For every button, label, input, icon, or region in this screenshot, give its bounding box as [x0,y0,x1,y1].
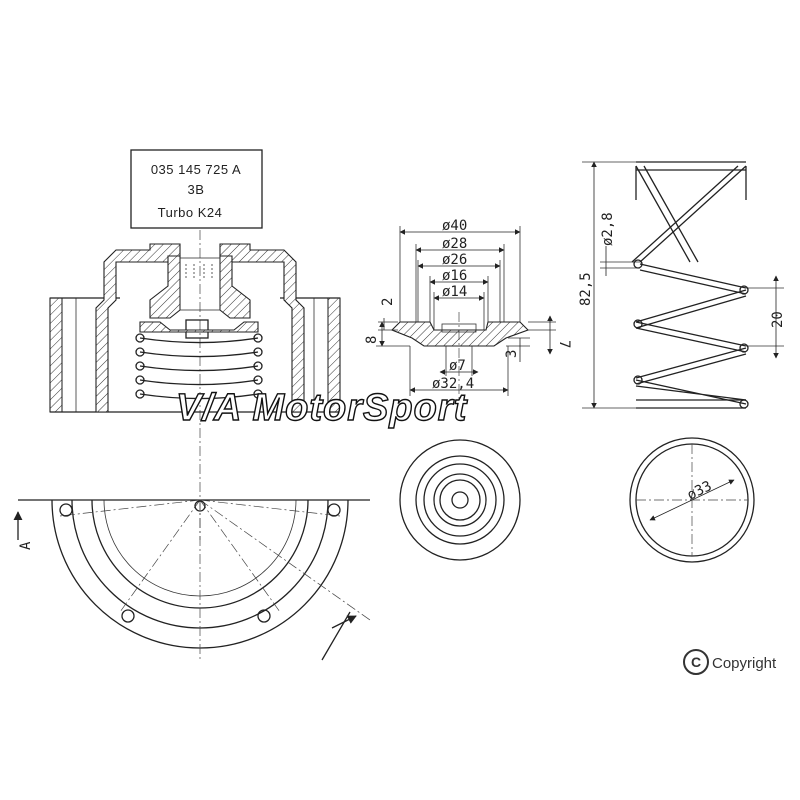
disc-dims-top: ø40 ø28 ø26 ø16 ø14 [399,218,521,330]
disc-dims-bottom: ø7 ø32,4 [409,312,509,400]
dim-d16: ø16 [442,268,467,284]
dim-d32-4: ø32,4 [432,376,474,392]
dim-h8: 8 [364,336,380,344]
inner-spring [135,333,263,400]
part-number: 035 145 725 A [151,162,241,177]
disc-body [391,321,529,347]
dim-d40: ø40 [442,218,467,234]
spring-coils [631,161,749,409]
dim-pitch: 20 [770,311,786,328]
spring-outer-circle [629,437,755,563]
svg-text:C: C [691,654,701,670]
bolt-hole [327,503,341,517]
copyright-icon [683,649,709,675]
valve-disc-section: ø40 ø28 ø26 ø16 ø14 2 [364,218,572,400]
boss-right [219,255,251,319]
spring-plan-view: ø33 [629,437,755,563]
section-label-a: A [18,541,34,550]
label-box-frame [130,149,263,229]
boss-bore [179,257,221,311]
dim-d14: ø14 [442,284,467,300]
disc-dims-right: 7 3 [504,315,572,362]
boss-left [149,255,181,319]
center-hole [194,500,206,512]
dim-h7: 7 [556,340,572,348]
copyright-text: Copyright [712,655,777,672]
label-box: 035 145 725 A 3B Turbo K24 [130,149,263,229]
valve-seat [185,319,209,339]
bolt-hole [121,609,135,623]
disc-plan-view [399,439,521,561]
watermark-text: V/A MotorSport [176,387,468,429]
dim-d7: ø7 [449,358,466,374]
copyright-mark: C Copyright [683,649,777,675]
dim-spring-length: 82,5 [578,272,594,306]
disc-center-hole [451,491,469,509]
flange-left-inner [61,297,77,413]
dim-d28: ø28 [442,236,467,252]
dim-h2: 2 [380,298,396,306]
disc-outer-circle [399,439,521,561]
disc-dims-left: 2 8 [364,298,410,347]
dim-d26: ø26 [442,252,467,268]
dim-h3: 3 [504,350,520,358]
part-model: Turbo K24 [158,205,223,220]
flange-left [49,297,63,413]
housing-section-view [49,230,341,540]
spring-seat [139,321,259,333]
spring-view: 82,5 ø2,8 20 [578,161,786,409]
bolt-hole [257,609,271,623]
bolt-hole [59,503,73,517]
dim-wire-diameter: ø2,8 [600,212,616,246]
section-marker-right [321,611,351,661]
housing-plan-view: A [13,499,371,661]
part-code: 3B [188,182,205,197]
